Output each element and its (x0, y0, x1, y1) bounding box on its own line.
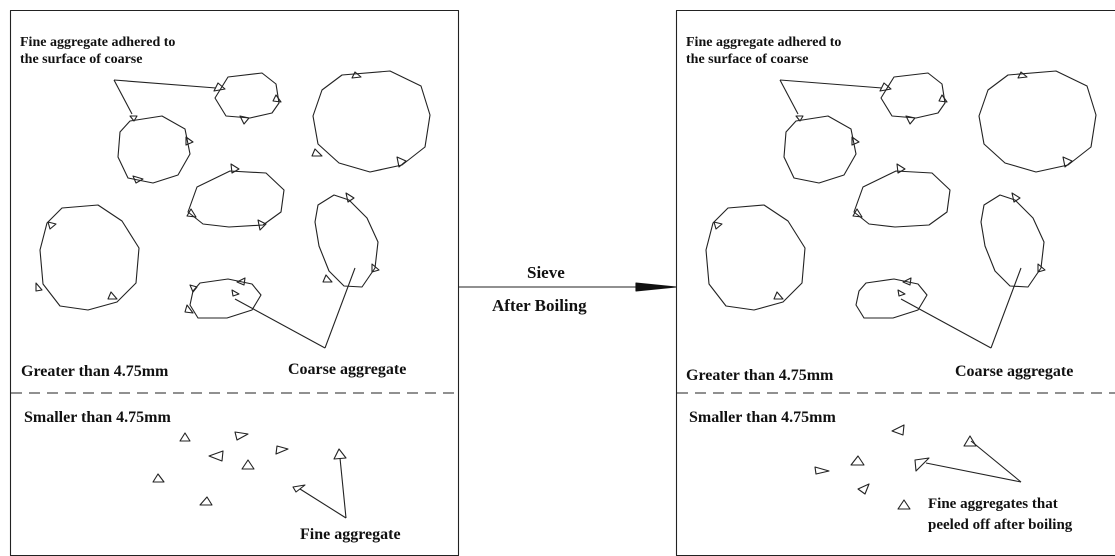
adhered-pointer-line (114, 80, 216, 88)
left-coarse-label: Coarse aggregate (288, 361, 407, 378)
left-panel-frame (11, 11, 459, 556)
right-coarse-label: Coarse aggregate (955, 363, 1074, 380)
adhered-pointer-line (780, 80, 882, 88)
right-greater-label: Greater than 4.75mm (686, 367, 834, 384)
peeled-fine-aggregate (851, 456, 864, 465)
adhered-fine-aggregate (939, 95, 947, 102)
right-smaller-label: Smaller than 4.75mm (689, 409, 836, 426)
peeled-fine-aggregate (892, 425, 904, 435)
peeled-fine-aggregate (915, 458, 929, 471)
adhered-fine-aggregate (48, 222, 56, 229)
adhered-fine-aggregate (1012, 193, 1020, 202)
left-fine-label: Fine aggregate (300, 526, 401, 543)
adhered-fine-aggregate (897, 164, 905, 173)
adhered-fine-aggregate (906, 116, 915, 124)
left-adhered-label-line2: the surface of coarse (20, 52, 143, 67)
adhered-fine-aggregate (898, 290, 905, 296)
right-peeled-label-line1: Fine aggregates that (928, 496, 1058, 512)
fine-aggregate (200, 497, 212, 505)
fine-aggregate (293, 485, 305, 492)
sieve-arrow-head (636, 283, 676, 291)
coarse-aggregate (784, 116, 856, 183)
adhered-fine-aggregate (36, 283, 42, 291)
right-adhered-label-line2: the surface of coarse (686, 52, 809, 67)
fine-aggregate (180, 433, 190, 441)
adhered-fine-aggregate (880, 83, 891, 91)
coarse-aggregate (706, 205, 805, 310)
adhered-fine-aggregate (346, 193, 354, 202)
coarse-aggregate (881, 73, 945, 118)
adhered-fine-aggregate (853, 209, 862, 217)
adhered-fine-aggregate (232, 290, 239, 296)
adhered-fine-aggregate (133, 176, 143, 183)
adhered-fine-aggregate (796, 116, 803, 121)
coarse-aggregate (854, 171, 950, 227)
adhered-fine-aggregate (130, 116, 137, 121)
coarse-pointer-line (325, 268, 355, 348)
arrow-label-sieve: Sieve (527, 263, 565, 282)
coarse-aggregate (315, 195, 378, 287)
coarse-aggregate (313, 71, 430, 172)
adhered-fine-aggregate (237, 278, 245, 285)
adhered-fine-aggregate (352, 72, 361, 78)
fine-pointer-line (300, 489, 346, 518)
adhered-fine-aggregate (1038, 264, 1045, 272)
right-panel-frame (677, 11, 1115, 556)
adhered-fine-aggregate (852, 137, 859, 145)
fine-aggregate (276, 446, 288, 454)
right-adhered-label-line1: Fine aggregate adhered to (686, 35, 842, 50)
coarse-aggregate (215, 73, 279, 118)
adhered-fine-aggregate (397, 157, 406, 167)
fine-aggregate (242, 460, 254, 469)
fine-aggregate (153, 474, 164, 482)
coarse-aggregate (118, 116, 190, 183)
fine-aggregate (209, 451, 223, 461)
adhered-fine-aggregate (258, 220, 266, 230)
coarse-aggregate (190, 279, 261, 318)
coarse-aggregate (981, 195, 1044, 287)
left-smaller-label: Smaller than 4.75mm (24, 409, 171, 426)
adhered-fine-aggregate (1018, 72, 1027, 78)
adhered-fine-aggregate (240, 116, 249, 124)
adhered-fine-aggregate (273, 95, 281, 102)
peeled-fine-aggregate (898, 500, 910, 509)
left-greater-label: Greater than 4.75mm (21, 363, 169, 380)
fine-pointer-line (340, 458, 346, 518)
adhered-fine-aggregate (231, 164, 239, 173)
peeled-fine-aggregate (858, 484, 869, 494)
coarse-pointer-line (901, 299, 991, 348)
adhered-fine-aggregate (186, 137, 193, 145)
coarse-aggregate (856, 279, 927, 318)
fine-aggregate (235, 432, 248, 440)
adhered-fine-aggregate (372, 264, 379, 272)
peeled-pointer-line (971, 441, 1021, 482)
adhered-fine-aggregate (108, 292, 117, 299)
coarse-aggregate (979, 71, 1096, 172)
fine-aggregate (334, 449, 346, 459)
adhered-pointer-line (780, 80, 798, 114)
adhered-fine-aggregate (1063, 157, 1072, 167)
adhered-fine-aggregate (185, 305, 193, 313)
coarse-pointer-line (235, 299, 325, 348)
right-peeled-label-line2: peeled off after boiling (928, 517, 1073, 533)
adhered-fine-aggregate (323, 275, 332, 282)
adhered-pointer-line (114, 80, 132, 114)
adhered-fine-aggregate (774, 292, 783, 299)
adhered-fine-aggregate (214, 83, 225, 91)
peeled-pointer-line (926, 463, 1021, 482)
coarse-aggregate (40, 205, 139, 310)
adhered-fine-aggregate (714, 222, 722, 229)
adhered-fine-aggregate (903, 278, 911, 285)
coarse-aggregate (188, 171, 284, 227)
arrow-label-after-boiling: After Boiling (492, 296, 587, 315)
adhered-fine-aggregate (187, 209, 196, 217)
adhered-fine-aggregate (312, 149, 322, 156)
left-adhered-label-line1: Fine aggregate adhered to (20, 35, 176, 50)
peeled-fine-aggregate (815, 467, 829, 474)
coarse-pointer-line (991, 268, 1021, 348)
adhered-fine-aggregate (190, 285, 197, 292)
peeled-fine-aggregate (964, 436, 976, 446)
